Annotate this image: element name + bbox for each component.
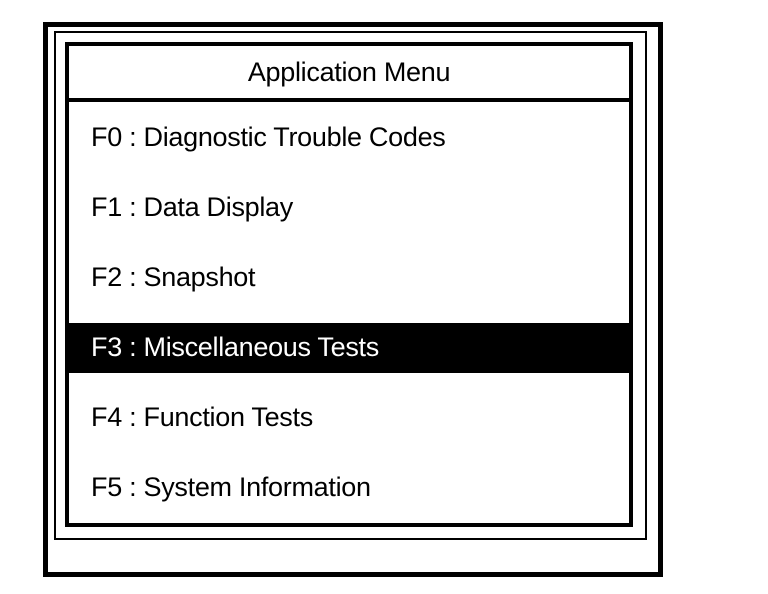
menu-item-f3-miscellaneous-tests[interactable]: F3 : Miscellaneous Tests	[69, 322, 629, 373]
menu-item-list: F0 : Diagnostic Trouble Codes F1 : Data …	[69, 102, 629, 523]
menu-row: F2 : Snapshot	[69, 242, 629, 312]
menu-item-f4-function-tests[interactable]: F4 : Function Tests	[91, 402, 313, 433]
menu-row: F3 : Miscellaneous Tests	[69, 313, 629, 383]
menu-row: F4 : Function Tests	[69, 383, 629, 453]
menu-row: F1 : Data Display	[69, 172, 629, 242]
menu-title-bar: Application Menu	[69, 46, 629, 102]
menu-row: F0 : Diagnostic Trouble Codes	[69, 102, 629, 172]
menu-item-f5-system-information[interactable]: F5 : System Information	[91, 472, 371, 503]
menu-item-f1-data-display[interactable]: F1 : Data Display	[91, 191, 293, 222]
menu-row: F5 : System Information	[69, 453, 629, 523]
menu-box: Application Menu F0 : Diagnostic Trouble…	[65, 42, 633, 527]
menu-item-f2-snapshot[interactable]: F2 : Snapshot	[91, 261, 256, 292]
page-title: Application Menu	[247, 56, 451, 87]
menu-item-f0-diagnostic-trouble-codes[interactable]: F0 : Diagnostic Trouble Codes	[91, 121, 446, 152]
